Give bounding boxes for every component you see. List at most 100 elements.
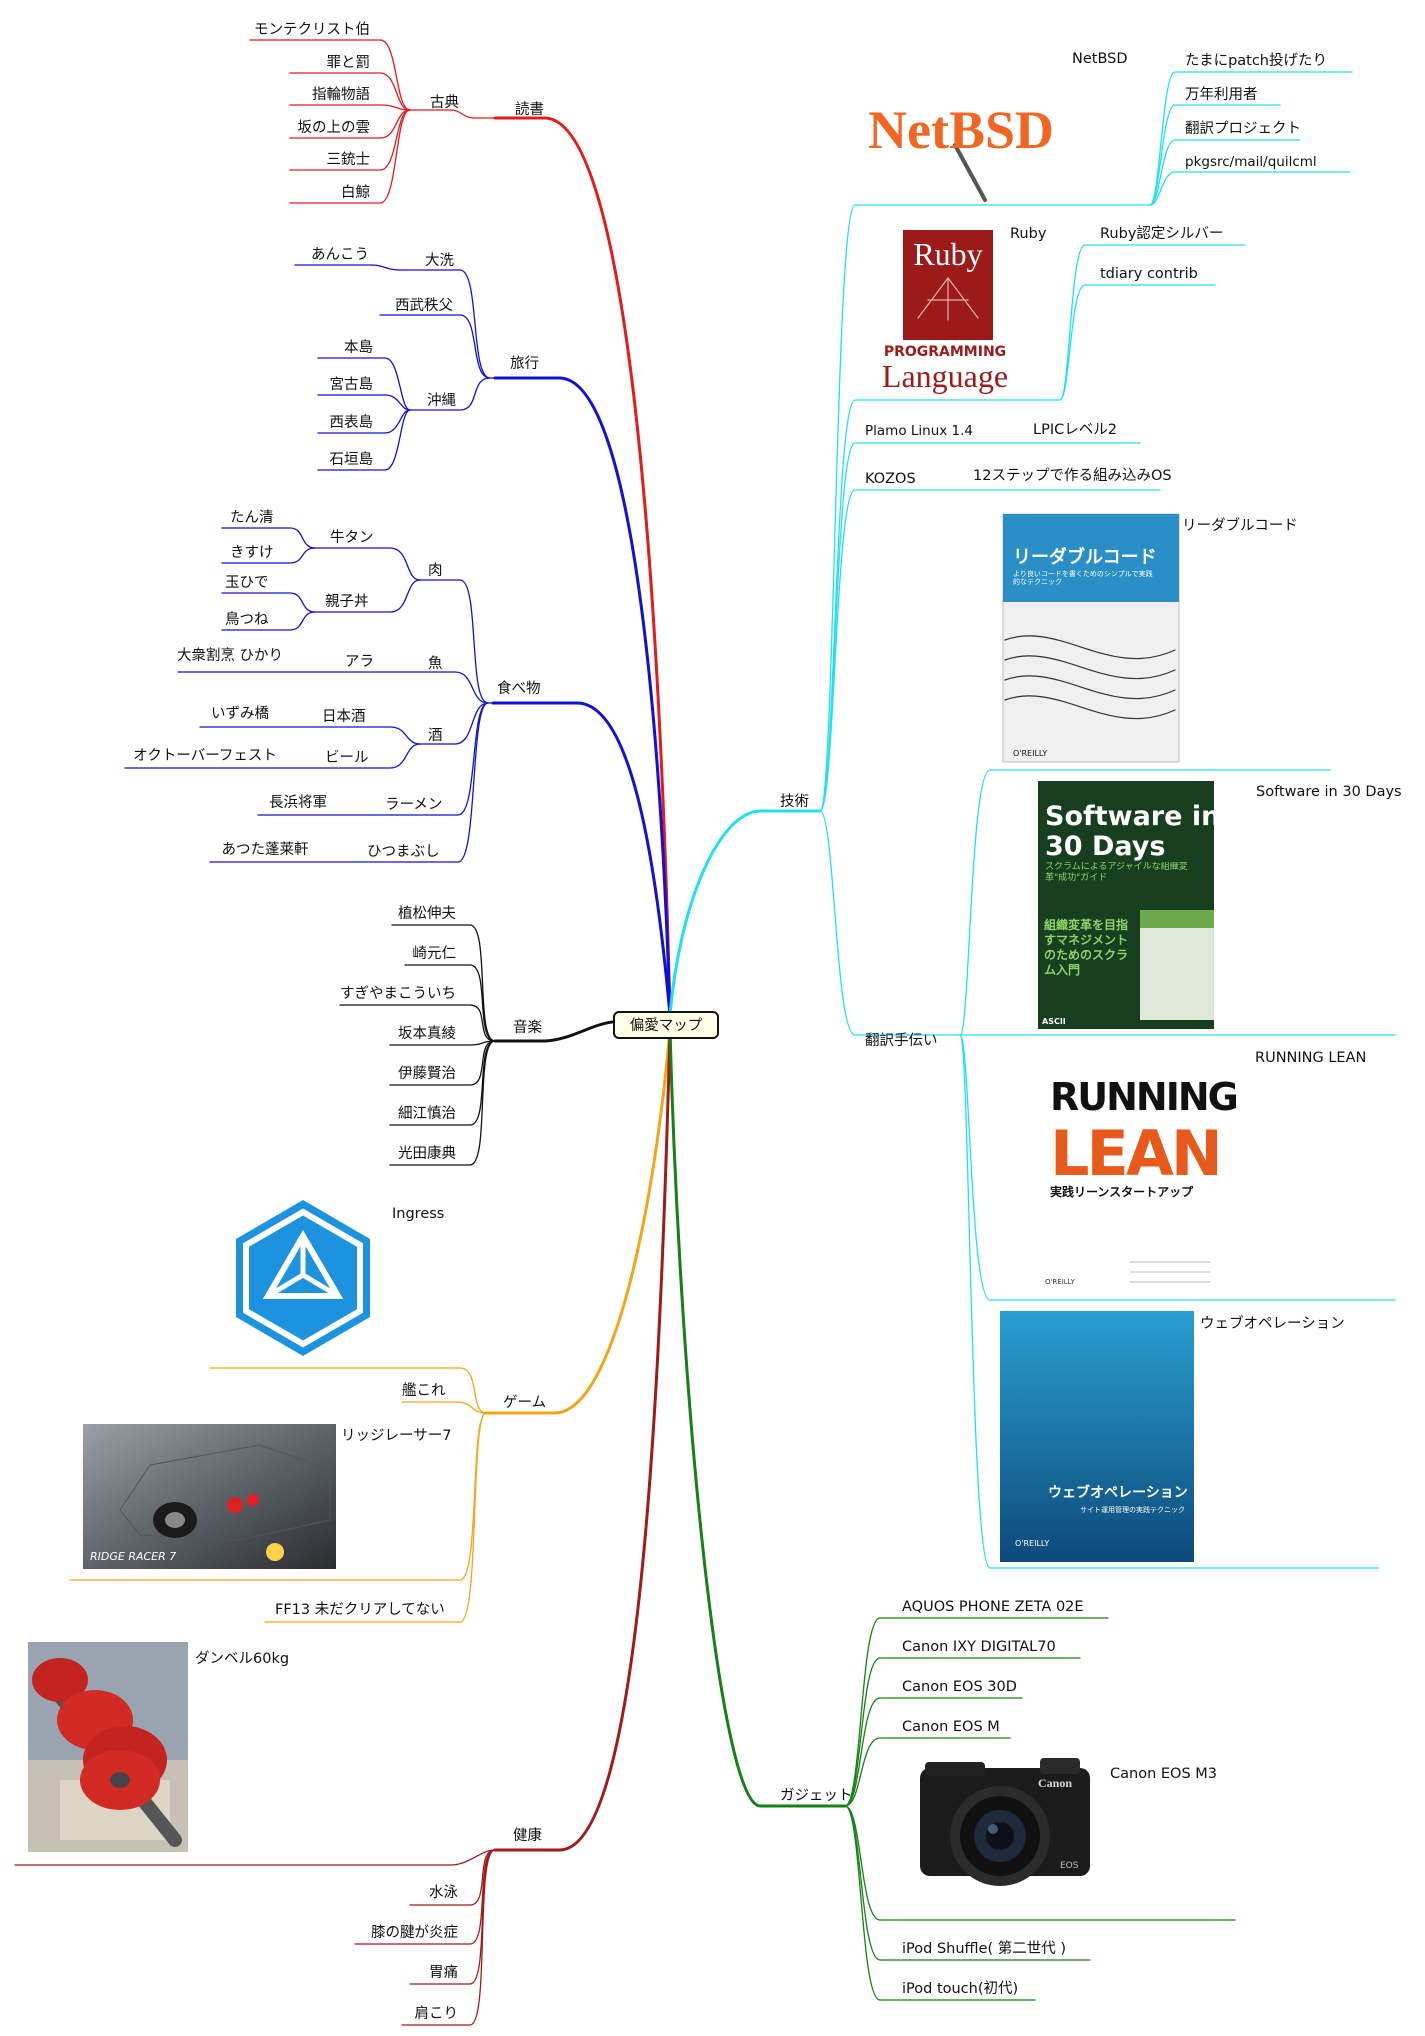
- gadget-item[interactable]: AQUOS PHONE ZETA 02E: [902, 1599, 1084, 1615]
- gadget-item[interactable]: Canon EOS 30D: [902, 1679, 1017, 1695]
- cover-title-2: LEAN: [1050, 1117, 1220, 1190]
- health-item[interactable]: 胃痛: [429, 1964, 458, 1981]
- reading-label[interactable]: 読書: [515, 101, 544, 118]
- gadget-item[interactable]: iPod Shuffle( 第二世代 ): [902, 1939, 1066, 1957]
- netbsd-label[interactable]: NetBSD: [1072, 51, 1128, 67]
- classics-item[interactable]: 坂の上の雲: [298, 119, 371, 136]
- kozos-item[interactable]: 12ステップで作る組み込みOS: [973, 467, 1172, 484]
- health-item[interactable]: 膝の腱が炎症: [371, 1924, 458, 1941]
- gyutan-item[interactable]: たん清: [230, 509, 274, 526]
- translation-label[interactable]: 翻訳手伝い: [865, 1032, 938, 1049]
- music-label[interactable]: 音楽: [513, 1019, 542, 1036]
- classics-item[interactable]: モンテクリスト伯: [254, 21, 370, 38]
- branch-game: [484, 1028, 672, 1415]
- music-item[interactable]: 伊藤賢治: [398, 1065, 456, 1082]
- book-label[interactable]: ウェブオペレーション: [1200, 1314, 1345, 1332]
- book-cover-web-operations: ウェブオペレーション サイト運用管理の実践テクニック O'REILLY: [1000, 1311, 1194, 1562]
- music-item[interactable]: 崎元仁: [413, 945, 457, 962]
- ruby-label[interactable]: Ruby: [1010, 226, 1047, 242]
- gyutan-item[interactable]: きすけ: [230, 544, 274, 561]
- okinawa-item[interactable]: 西表島: [330, 414, 374, 431]
- seibu-label[interactable]: 西武秩父: [395, 297, 453, 314]
- health-item[interactable]: 肩こり: [415, 2005, 459, 2022]
- root-node[interactable]: 偏愛マップ: [613, 1011, 719, 1039]
- cover-publisher: O'REILLY: [1045, 1278, 1076, 1286]
- cover-publisher: O'REILLY: [1013, 749, 1047, 758]
- music-item[interactable]: 光田康典: [398, 1145, 456, 1162]
- branch-music: [493, 1020, 614, 1043]
- ramen-item[interactable]: 長浜将軍: [269, 794, 327, 811]
- health-item[interactable]: 水泳: [429, 1884, 458, 1901]
- ridge-racer-image: RIDGE RACER 7: [83, 1424, 336, 1569]
- classics-item[interactable]: 三銃士: [327, 151, 371, 168]
- food-label[interactable]: 食べ物: [497, 680, 541, 697]
- game-label[interactable]: ゲーム: [503, 1394, 546, 1411]
- classics-item[interactable]: 白鯨: [341, 184, 370, 201]
- oarai-item[interactable]: あんこう: [311, 246, 369, 263]
- cover-side-text: 組織変革を目指すマネジメントのためのスクラム入門: [1044, 918, 1129, 977]
- ff13-label[interactable]: FF13 未だクリアしてない: [275, 1601, 445, 1618]
- fish-label[interactable]: 魚: [428, 655, 443, 672]
- okinawa-item[interactable]: 本島: [344, 339, 373, 356]
- netbsd-item[interactable]: pkgsrc/mail/quilcml: [1185, 154, 1317, 170]
- ruby-logo: Ruby PROGRAMMING Language: [882, 230, 1008, 394]
- m3-label[interactable]: Canon EOS M3: [1110, 1766, 1217, 1782]
- beer-label[interactable]: ビール: [325, 749, 369, 766]
- gadget-label[interactable]: ガジェット: [780, 1787, 853, 1804]
- health-label[interactable]: 健康: [513, 1827, 542, 1844]
- ara-label[interactable]: アラ: [345, 654, 374, 670]
- ingress-icon: [236, 1200, 370, 1356]
- oarai-label[interactable]: 大洗: [425, 252, 454, 269]
- meat-label[interactable]: 肉: [428, 562, 443, 579]
- classics-item[interactable]: 罪と罰: [327, 55, 371, 71]
- cover-title: リーダブルコード: [1013, 546, 1157, 568]
- gadget-item[interactable]: iPod touch(初代): [902, 1980, 1018, 1997]
- hitsumabushi-label[interactable]: ひつまぶし: [367, 844, 440, 860]
- okinawa-label[interactable]: 沖縄: [427, 392, 456, 409]
- netbsd-item[interactable]: 万年利用者: [1185, 86, 1258, 103]
- plamo-item[interactable]: LPICレベル2: [1033, 422, 1117, 438]
- netbsd-item[interactable]: 翻訳プロジェクト: [1185, 120, 1301, 137]
- nihonshu-label[interactable]: 日本酒: [322, 708, 366, 725]
- okinawa-item[interactable]: 石垣島: [330, 451, 374, 468]
- tech-label[interactable]: 技術: [780, 793, 809, 810]
- oyako-item[interactable]: 鳥つね: [225, 611, 269, 628]
- book-label[interactable]: リーダブルコード: [1182, 516, 1298, 534]
- music-item[interactable]: すぎやまこういち: [340, 985, 456, 1002]
- main-branches: [484, 116, 847, 1852]
- travel-label[interactable]: 旅行: [510, 355, 539, 372]
- plamo-label[interactable]: Plamo Linux 1.4: [865, 423, 973, 439]
- music-item[interactable]: 植松伸夫: [398, 905, 456, 922]
- gadget-item[interactable]: Canon EOS M: [902, 1719, 1000, 1735]
- topic-game: ゲーム Ingress 艦これ リッジレーサー7 FF13 未だクリアしてない: [69, 1206, 546, 1623]
- music-item[interactable]: 細江慎治: [398, 1105, 456, 1122]
- oyako-item[interactable]: 玉ひで: [225, 575, 269, 591]
- hitsumabushi-item[interactable]: あつた蓬莱軒: [222, 841, 309, 858]
- kancolle-label[interactable]: 艦これ: [402, 1382, 446, 1399]
- okinawa-item[interactable]: 宮古島: [330, 376, 374, 393]
- classics-label[interactable]: 古典: [430, 94, 459, 111]
- book-cover-software-in-30-days: Software in 30 Days スクラムによるアジャイルな組織変革"成功…: [1038, 781, 1220, 1029]
- gyutan-label[interactable]: 牛タン: [330, 529, 374, 546]
- book-label[interactable]: Software in 30 Days: [1256, 784, 1402, 800]
- nihonshu-item[interactable]: いずみ橋: [211, 705, 269, 722]
- branch-reading: [493, 116, 672, 1017]
- ingress-label[interactable]: Ingress: [392, 1206, 444, 1222]
- netbsd-item[interactable]: たまにpatch投げたり: [1185, 52, 1327, 69]
- music-item[interactable]: 坂本真綾: [398, 1024, 456, 1042]
- ruby-item[interactable]: Ruby認定シルバー: [1100, 225, 1223, 242]
- ruby-item[interactable]: tdiary contrib: [1100, 266, 1198, 282]
- kozos-label[interactable]: KOZOS: [865, 471, 916, 487]
- gadget-item[interactable]: Canon IXY DIGITAL70: [902, 1639, 1056, 1655]
- beer-item[interactable]: オクトーバーフェスト: [133, 747, 277, 764]
- branch-tech: [668, 809, 822, 1017]
- sake-label[interactable]: 酒: [428, 727, 443, 744]
- ridge-label[interactable]: リッジレーサー7: [341, 1428, 451, 1444]
- classics-item[interactable]: 指輪物語: [312, 86, 370, 103]
- topic-food: 食べ物 肉 牛タン たん清 きすけ 親子丼 玉ひで 鳥つね 魚 アラ 大衆割烹 …: [124, 509, 541, 863]
- ramen-label[interactable]: ラーメン: [385, 797, 442, 813]
- dumbbell-label[interactable]: ダンベル60kg: [195, 1650, 289, 1667]
- book-label[interactable]: RUNNING LEAN: [1255, 1050, 1366, 1066]
- ara-item[interactable]: 大衆割烹 ひかり: [177, 646, 283, 664]
- oyako-label[interactable]: 親子丼: [325, 593, 369, 610]
